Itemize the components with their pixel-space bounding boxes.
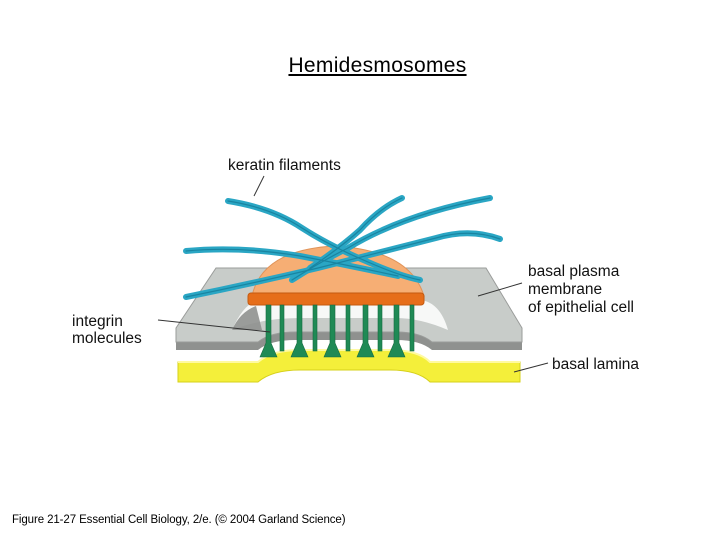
label-basal-lamina: basal lamina <box>552 356 639 373</box>
label-keratin-filaments: keratin filaments <box>228 157 341 174</box>
plaque <box>247 245 425 306</box>
label-membrane-3: of epithelial cell <box>528 299 634 316</box>
label-integrin-2: molecules <box>72 330 142 347</box>
integrin-molecules <box>259 304 415 358</box>
slide-title: Hemidesmosomes <box>288 54 467 77</box>
basal-lamina <box>177 349 521 383</box>
label-membrane-2: membrane <box>528 281 602 298</box>
figure-caption: Figure 21-27 Essential Cell Biology, 2/e… <box>12 514 346 526</box>
leader-lines <box>157 175 549 373</box>
label-membrane-1: basal plasma <box>528 263 620 280</box>
label-integrin-1: integrin <box>72 313 123 330</box>
